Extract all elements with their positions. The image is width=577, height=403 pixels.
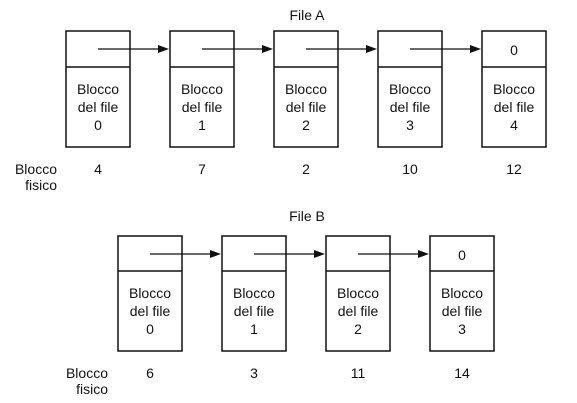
block-box xyxy=(65,30,131,148)
block-box xyxy=(221,235,287,352)
block-label-line-1: del file xyxy=(390,99,431,115)
block-label-line-0: Blocco xyxy=(181,81,223,97)
block-label-line-1: del file xyxy=(234,303,275,319)
block-box xyxy=(273,30,339,148)
block-label-line-0: Blocco xyxy=(337,285,379,301)
block-label-line-1: del file xyxy=(494,99,535,115)
block-label-line-1: del file xyxy=(338,303,379,319)
file-a-physical-block-2: 2 xyxy=(302,161,310,177)
file-b-title: File B xyxy=(289,208,325,224)
arrow-head-icon xyxy=(366,45,377,53)
pointer-value: 0 xyxy=(458,247,466,263)
block-box xyxy=(325,235,391,352)
file-a-block-1: Blocco del file 1 xyxy=(169,30,235,148)
block-label-line-0: Blocco xyxy=(493,81,535,97)
block-label-line-2: 1 xyxy=(250,321,258,337)
file-b-row-label-line-1: fisico xyxy=(76,381,108,397)
arrow-head-icon xyxy=(470,45,481,53)
file-a-title: File A xyxy=(289,7,325,23)
file-b-block-0: Blocco del file 0 xyxy=(117,235,183,352)
file-b-physical-block-2: 11 xyxy=(351,365,366,381)
block-box xyxy=(429,235,495,352)
block-label-line-2: 3 xyxy=(406,117,414,133)
block-label-line-1: del file xyxy=(182,99,223,115)
block-label-line-1: del file xyxy=(130,303,171,319)
block-label-line-0: Blocco xyxy=(441,285,483,301)
block-box xyxy=(481,30,547,148)
block-label-line-0: Blocco xyxy=(285,81,327,97)
arrow-head-icon xyxy=(210,250,221,258)
block-label-line-2: 2 xyxy=(302,117,310,133)
block-box xyxy=(377,30,443,148)
pointer-value: 0 xyxy=(510,42,518,58)
file-a-row-label-line-1: fisico xyxy=(25,177,57,193)
file-b-physical-block-0: 6 xyxy=(146,365,154,381)
block-label-line-0: Blocco xyxy=(77,81,119,97)
arrow-head-icon xyxy=(158,45,169,53)
block-label-line-2: 3 xyxy=(458,321,466,337)
file-a-block-2: Blocco del file 2 xyxy=(273,30,339,148)
block-label-line-0: Blocco xyxy=(129,285,171,301)
block-label-line-0: Blocco xyxy=(389,81,431,97)
arrow-head-icon xyxy=(314,250,325,258)
arrow-head-icon xyxy=(418,250,429,258)
file-a-block-0: Blocco del file 0 xyxy=(65,30,131,148)
file-b-block-1: Blocco del file 1 xyxy=(221,235,287,352)
file-b-row-label-line-0: Blocco xyxy=(66,365,108,381)
block-label-line-1: del file xyxy=(442,303,483,319)
file-b-physical-block-3: 14 xyxy=(454,365,470,381)
block-label-line-0: Blocco xyxy=(233,285,275,301)
file-b-physical-block-1: 3 xyxy=(250,365,258,381)
file-b-block-2: Blocco del file 2 xyxy=(325,235,391,352)
block-box xyxy=(117,235,183,352)
block-label-line-2: 0 xyxy=(94,117,102,133)
file-a-physical-block-4: 12 xyxy=(506,161,522,177)
block-label-line-2: 2 xyxy=(354,321,362,337)
block-label-line-2: 1 xyxy=(198,117,206,133)
block-label-line-2: 0 xyxy=(146,321,154,337)
block-label-line-1: del file xyxy=(78,99,119,115)
file-a-block-3: Blocco del file 3 xyxy=(377,30,443,148)
block-label-line-1: del file xyxy=(286,99,327,115)
file-a-physical-block-0: 4 xyxy=(94,161,102,177)
block-box xyxy=(169,30,235,148)
file-a-physical-block-1: 7 xyxy=(198,161,206,177)
block-label-line-2: 4 xyxy=(510,117,518,133)
arrow-head-icon xyxy=(262,45,273,53)
file-a-physical-block-3: 10 xyxy=(402,161,418,177)
file-a-row-label-line-0: Blocco xyxy=(15,161,57,177)
